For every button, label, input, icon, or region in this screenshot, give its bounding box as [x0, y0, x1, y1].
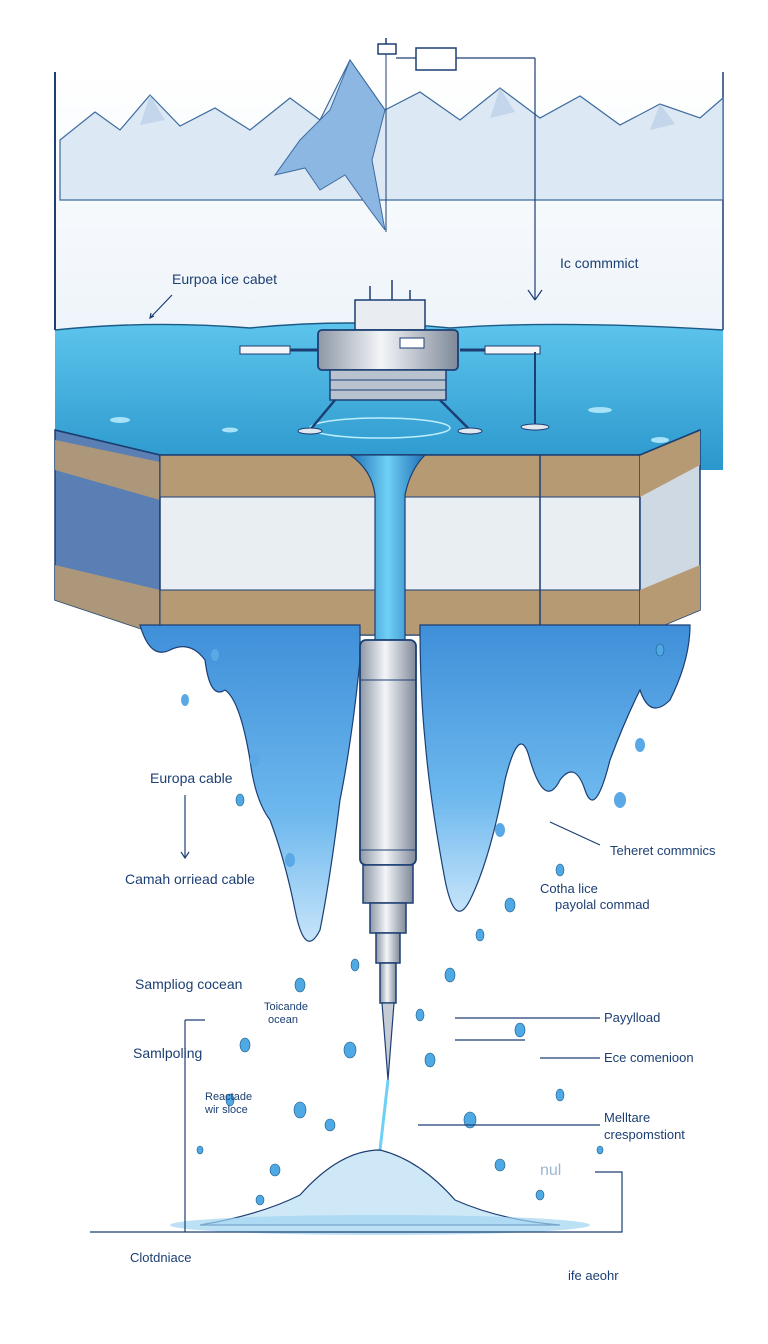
sample-mound	[170, 1150, 590, 1235]
label-clotdniace: Clotdniace	[130, 1250, 191, 1265]
label-ece-comenioon: Ece comenioon	[604, 1050, 694, 1065]
cryobot-probe	[360, 640, 416, 1150]
label-samlpoling: Samlpoling	[133, 1045, 202, 1061]
label-europa-cable: Europa cable	[150, 770, 233, 786]
label-ife-aeohr: ife aeohr	[568, 1268, 619, 1283]
label-melltare: Melltare	[604, 1110, 650, 1125]
label-camah-orriseed-cable: Camah orriead cable	[125, 871, 255, 887]
label-reactade: Reactade	[205, 1091, 252, 1103]
label-europa-ice-cabet: Eurpoa ice cabet	[172, 271, 277, 287]
label-wir-sloce: wir sloce	[204, 1104, 248, 1116]
label-payolal-commad: payolal commad	[555, 897, 650, 912]
label-toicande: Toicande	[264, 1001, 308, 1013]
label-teheret-commnics: Teheret commnics	[610, 843, 716, 858]
label-cotha-lice: Cotha lice	[540, 881, 598, 896]
label-payylload: Payylload	[604, 1010, 660, 1025]
label-ocean: ocean	[268, 1014, 298, 1026]
label-sampling-coocean: Sampliog cocean	[135, 976, 242, 992]
label-faint-mark: nul	[540, 1162, 561, 1179]
label-ic-commmict: Ic commmict	[560, 255, 639, 271]
label-crespomstiont: crespomstiont	[604, 1127, 685, 1142]
